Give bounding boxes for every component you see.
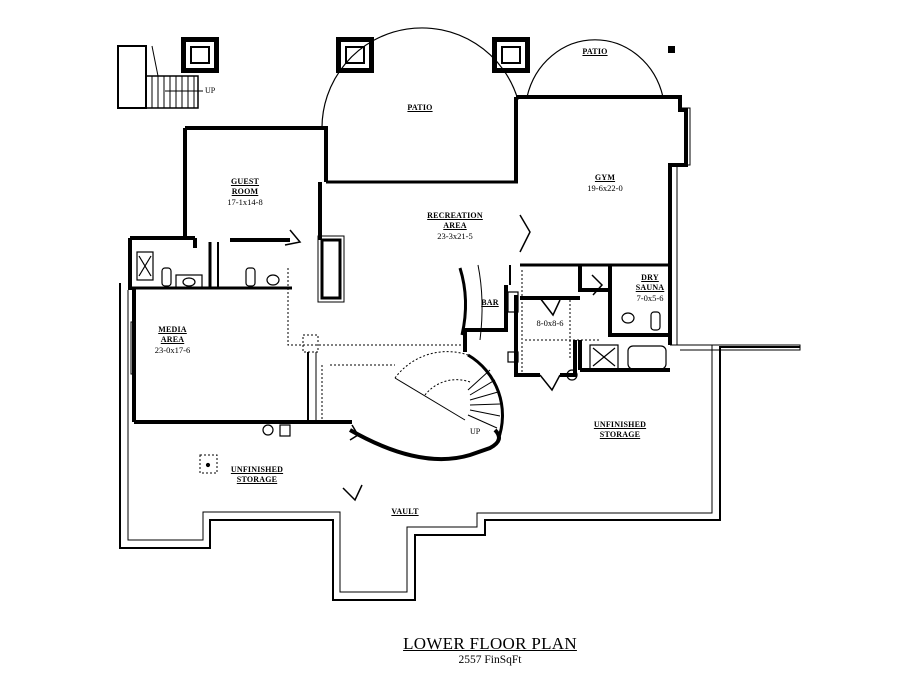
room-name: UNFINISHED [593, 420, 647, 429]
room-name: AREA [160, 335, 185, 344]
room-name: RECREATION [427, 211, 483, 220]
spiral-stair-up-label: UP [470, 427, 481, 436]
room-name: PATIO [407, 103, 433, 112]
room-name: STORAGE [599, 430, 641, 439]
room-dimensions: 8-0x8-6 [536, 318, 564, 328]
unfinished-storage-right-label: UNFINISHED STORAGE [575, 420, 665, 440]
room-name: ROOM [231, 187, 259, 196]
gym-label: GYM 19-6x22-0 [560, 173, 650, 193]
room-name: MEDIA [158, 325, 187, 334]
patio-right-label: PATIO [545, 47, 645, 57]
spiral-stair [349, 264, 504, 462]
room-name: VAULT [391, 507, 419, 516]
room-name: AREA [443, 221, 467, 230]
media-side-panel [130, 242, 317, 422]
room-name: STORAGE [236, 475, 278, 484]
room-name: PATIO [582, 47, 608, 56]
unfinished-storage-left-label: UNFINISHED STORAGE [212, 465, 302, 485]
bar-label: BAR [472, 298, 508, 308]
plan-subtitle: 2557 FinSqFt [458, 654, 522, 666]
exterior-stair-up-label: UP [205, 86, 216, 95]
media-area-label: MEDIA AREA 23-0x17-6 [135, 325, 210, 355]
room-dimensions: 19-6x22-0 [587, 183, 623, 193]
room-dimensions: 7-0x5-6 [636, 293, 664, 303]
vault-label: VAULT [375, 507, 435, 517]
room-dimensions: 17-1x14-8 [227, 197, 263, 207]
small-room-label: 8-0x8-6 [524, 318, 576, 328]
room-name: UNFINISHED [230, 465, 284, 474]
column-pads [181, 37, 675, 73]
interior-walls [128, 95, 688, 424]
room-name: DRY [641, 273, 659, 282]
patio-left-label: PATIO [370, 103, 470, 113]
exterior-stair [117, 45, 203, 109]
recreation-area-label: RECREATION AREA 23-3x21-5 [405, 211, 505, 241]
patio-arcs [321, 27, 664, 131]
room-name: BAR [481, 298, 499, 307]
room-name: GUEST [230, 177, 260, 186]
fixtures [136, 235, 667, 468]
room-name: SAUNA [635, 283, 665, 292]
room-name: GYM [594, 173, 616, 182]
dry-sauna-label: DRY SAUNA 7-0x5-6 [620, 273, 680, 303]
plan-title: LOWER FLOOR PLAN [403, 634, 577, 653]
room-dimensions: 23-3x21-5 [437, 231, 473, 241]
room-dimensions: 23-0x17-6 [154, 345, 191, 355]
door-swings [284, 214, 604, 502]
guest-room-label: GUEST ROOM 17-1x14-8 [200, 177, 290, 207]
dashed-lines [199, 268, 600, 474]
